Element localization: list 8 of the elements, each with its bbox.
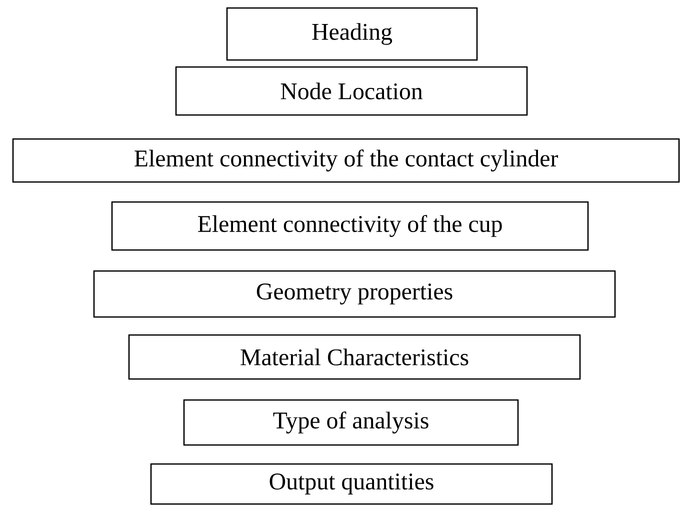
process-box: Geometry properties: [93, 270, 616, 318]
process-box: Material Characteristics: [128, 334, 581, 380]
process-box: Element connectivity of the cup: [111, 201, 589, 251]
process-box: Element connectivity of the contact cylinder: [12, 138, 680, 183]
process-box: Heading: [226, 7, 478, 61]
process-box: Output quantities: [150, 463, 553, 505]
process-box: Node Location: [175, 66, 528, 116]
process-box: Type of analysis: [183, 399, 519, 446]
